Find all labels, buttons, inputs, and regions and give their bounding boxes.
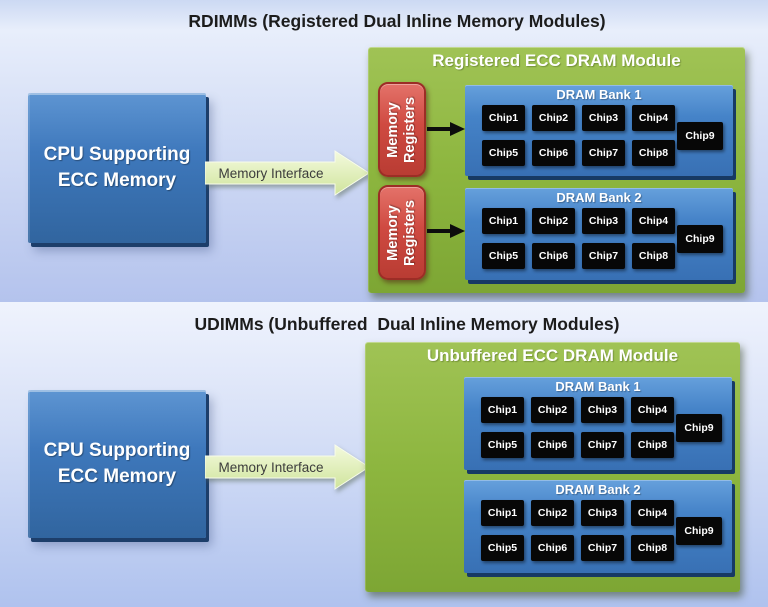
chip: Chip5 bbox=[482, 140, 525, 166]
chip: Chip2 bbox=[532, 208, 575, 234]
chip: Chip7 bbox=[582, 140, 625, 166]
chip: Chip8 bbox=[632, 243, 675, 269]
rdimm-panel-title: RDIMMs (Registered Dual Inline Memory Mo… bbox=[188, 11, 606, 31]
memory-interface-arrow-icon: Memory Interface bbox=[205, 148, 370, 198]
bank-title: DRAM Bank 2 bbox=[555, 482, 641, 497]
register-label-line2: Registers bbox=[402, 96, 418, 163]
bank-title: DRAM Bank 2 bbox=[556, 190, 642, 205]
chip: Chip4 bbox=[631, 397, 674, 423]
chip: Chip9 bbox=[676, 414, 722, 442]
chip: Chip2 bbox=[531, 500, 574, 526]
memory-interface-arrow-icon: Memory Interface bbox=[205, 442, 370, 492]
chip: Chip9 bbox=[677, 225, 723, 253]
chip: Chip6 bbox=[531, 535, 574, 561]
dram-bank-2: DRAM Bank 2 Chip1 Chip2 Chip3 Chip4 Chip… bbox=[464, 480, 732, 573]
chip: Chip5 bbox=[481, 535, 524, 561]
chip: Chip6 bbox=[532, 140, 575, 166]
chip: Chip4 bbox=[632, 208, 675, 234]
register-label-line2: Registers bbox=[402, 199, 418, 266]
dram-bank-1: DRAM Bank 1 Chip1 Chip2 Chip3 Chip4 Chip… bbox=[465, 85, 733, 176]
chip: Chip5 bbox=[482, 243, 525, 269]
chip: Chip8 bbox=[631, 535, 674, 561]
cpu-label-line2: ECC Memory bbox=[57, 466, 177, 487]
chip: Chip9 bbox=[677, 122, 723, 150]
chip: Chip6 bbox=[531, 432, 574, 458]
chip: Chip1 bbox=[482, 208, 525, 234]
chip: Chip2 bbox=[532, 105, 575, 131]
udimm-panel-title: UDIMMs (Unbuffered Dual Inline Memory Mo… bbox=[194, 314, 620, 334]
chip: Chip5 bbox=[481, 432, 524, 458]
chip: Chip4 bbox=[631, 500, 674, 526]
module-title: Unbuffered ECC DRAM Module bbox=[426, 346, 679, 365]
chip: Chip9 bbox=[676, 517, 722, 545]
chip: Chip1 bbox=[482, 105, 525, 131]
register-label-line1: Memory bbox=[385, 101, 402, 158]
cpu-label-line1: CPU Supporting bbox=[43, 440, 191, 462]
chip: Chip1 bbox=[481, 500, 524, 526]
cpu-label-line1: CPU Supporting bbox=[43, 144, 191, 166]
register-arrow-icon bbox=[427, 224, 465, 238]
udimm-panel: UDIMMs (Unbuffered Dual Inline Memory Mo… bbox=[0, 302, 768, 607]
chip: Chip1 bbox=[481, 397, 524, 423]
chip: Chip8 bbox=[631, 432, 674, 458]
unbuffered-dram-module: Unbuffered ECC DRAM Module DRAM Bank 1 C… bbox=[365, 342, 740, 592]
bank-title: DRAM Bank 1 bbox=[555, 379, 641, 394]
chip: Chip2 bbox=[531, 397, 574, 423]
chip: Chip4 bbox=[632, 105, 675, 131]
register-arrow-icon bbox=[427, 122, 465, 136]
module-title: Registered ECC DRAM Module bbox=[432, 51, 681, 70]
chip: Chip3 bbox=[582, 208, 625, 234]
memory-interface-label: Memory Interface bbox=[218, 165, 324, 181]
dram-bank-2: DRAM Bank 2 Chip1 Chip2 Chip3 Chip4 Chip… bbox=[465, 188, 733, 280]
memory-interface-label: Memory Interface bbox=[218, 459, 324, 475]
chip: Chip3 bbox=[581, 500, 624, 526]
chip: Chip3 bbox=[581, 397, 624, 423]
cpu-label-line2: ECC Memory bbox=[57, 170, 177, 191]
memory-registers-box: Memory Registers bbox=[378, 82, 426, 177]
register-label-line1: Memory bbox=[385, 204, 402, 261]
registered-dram-module: Registered ECC DRAM Module Memory Regist… bbox=[368, 47, 745, 293]
rdimm-panel: RDIMMs (Registered Dual Inline Memory Mo… bbox=[0, 0, 768, 302]
chip: Chip6 bbox=[532, 243, 575, 269]
chip: Chip7 bbox=[581, 535, 624, 561]
memory-registers-box: Memory Registers bbox=[378, 185, 426, 280]
chip: Chip7 bbox=[582, 243, 625, 269]
cpu-box: CPU Supporting ECC Memory bbox=[28, 390, 206, 538]
bank-title: DRAM Bank 1 bbox=[556, 87, 642, 102]
chip: Chip3 bbox=[582, 105, 625, 131]
chip: Chip7 bbox=[581, 432, 624, 458]
cpu-box: CPU Supporting ECC Memory bbox=[28, 93, 206, 243]
chip: Chip8 bbox=[632, 140, 675, 166]
dram-bank-1: DRAM Bank 1 Chip1 Chip2 Chip3 Chip4 Chip… bbox=[464, 377, 732, 470]
